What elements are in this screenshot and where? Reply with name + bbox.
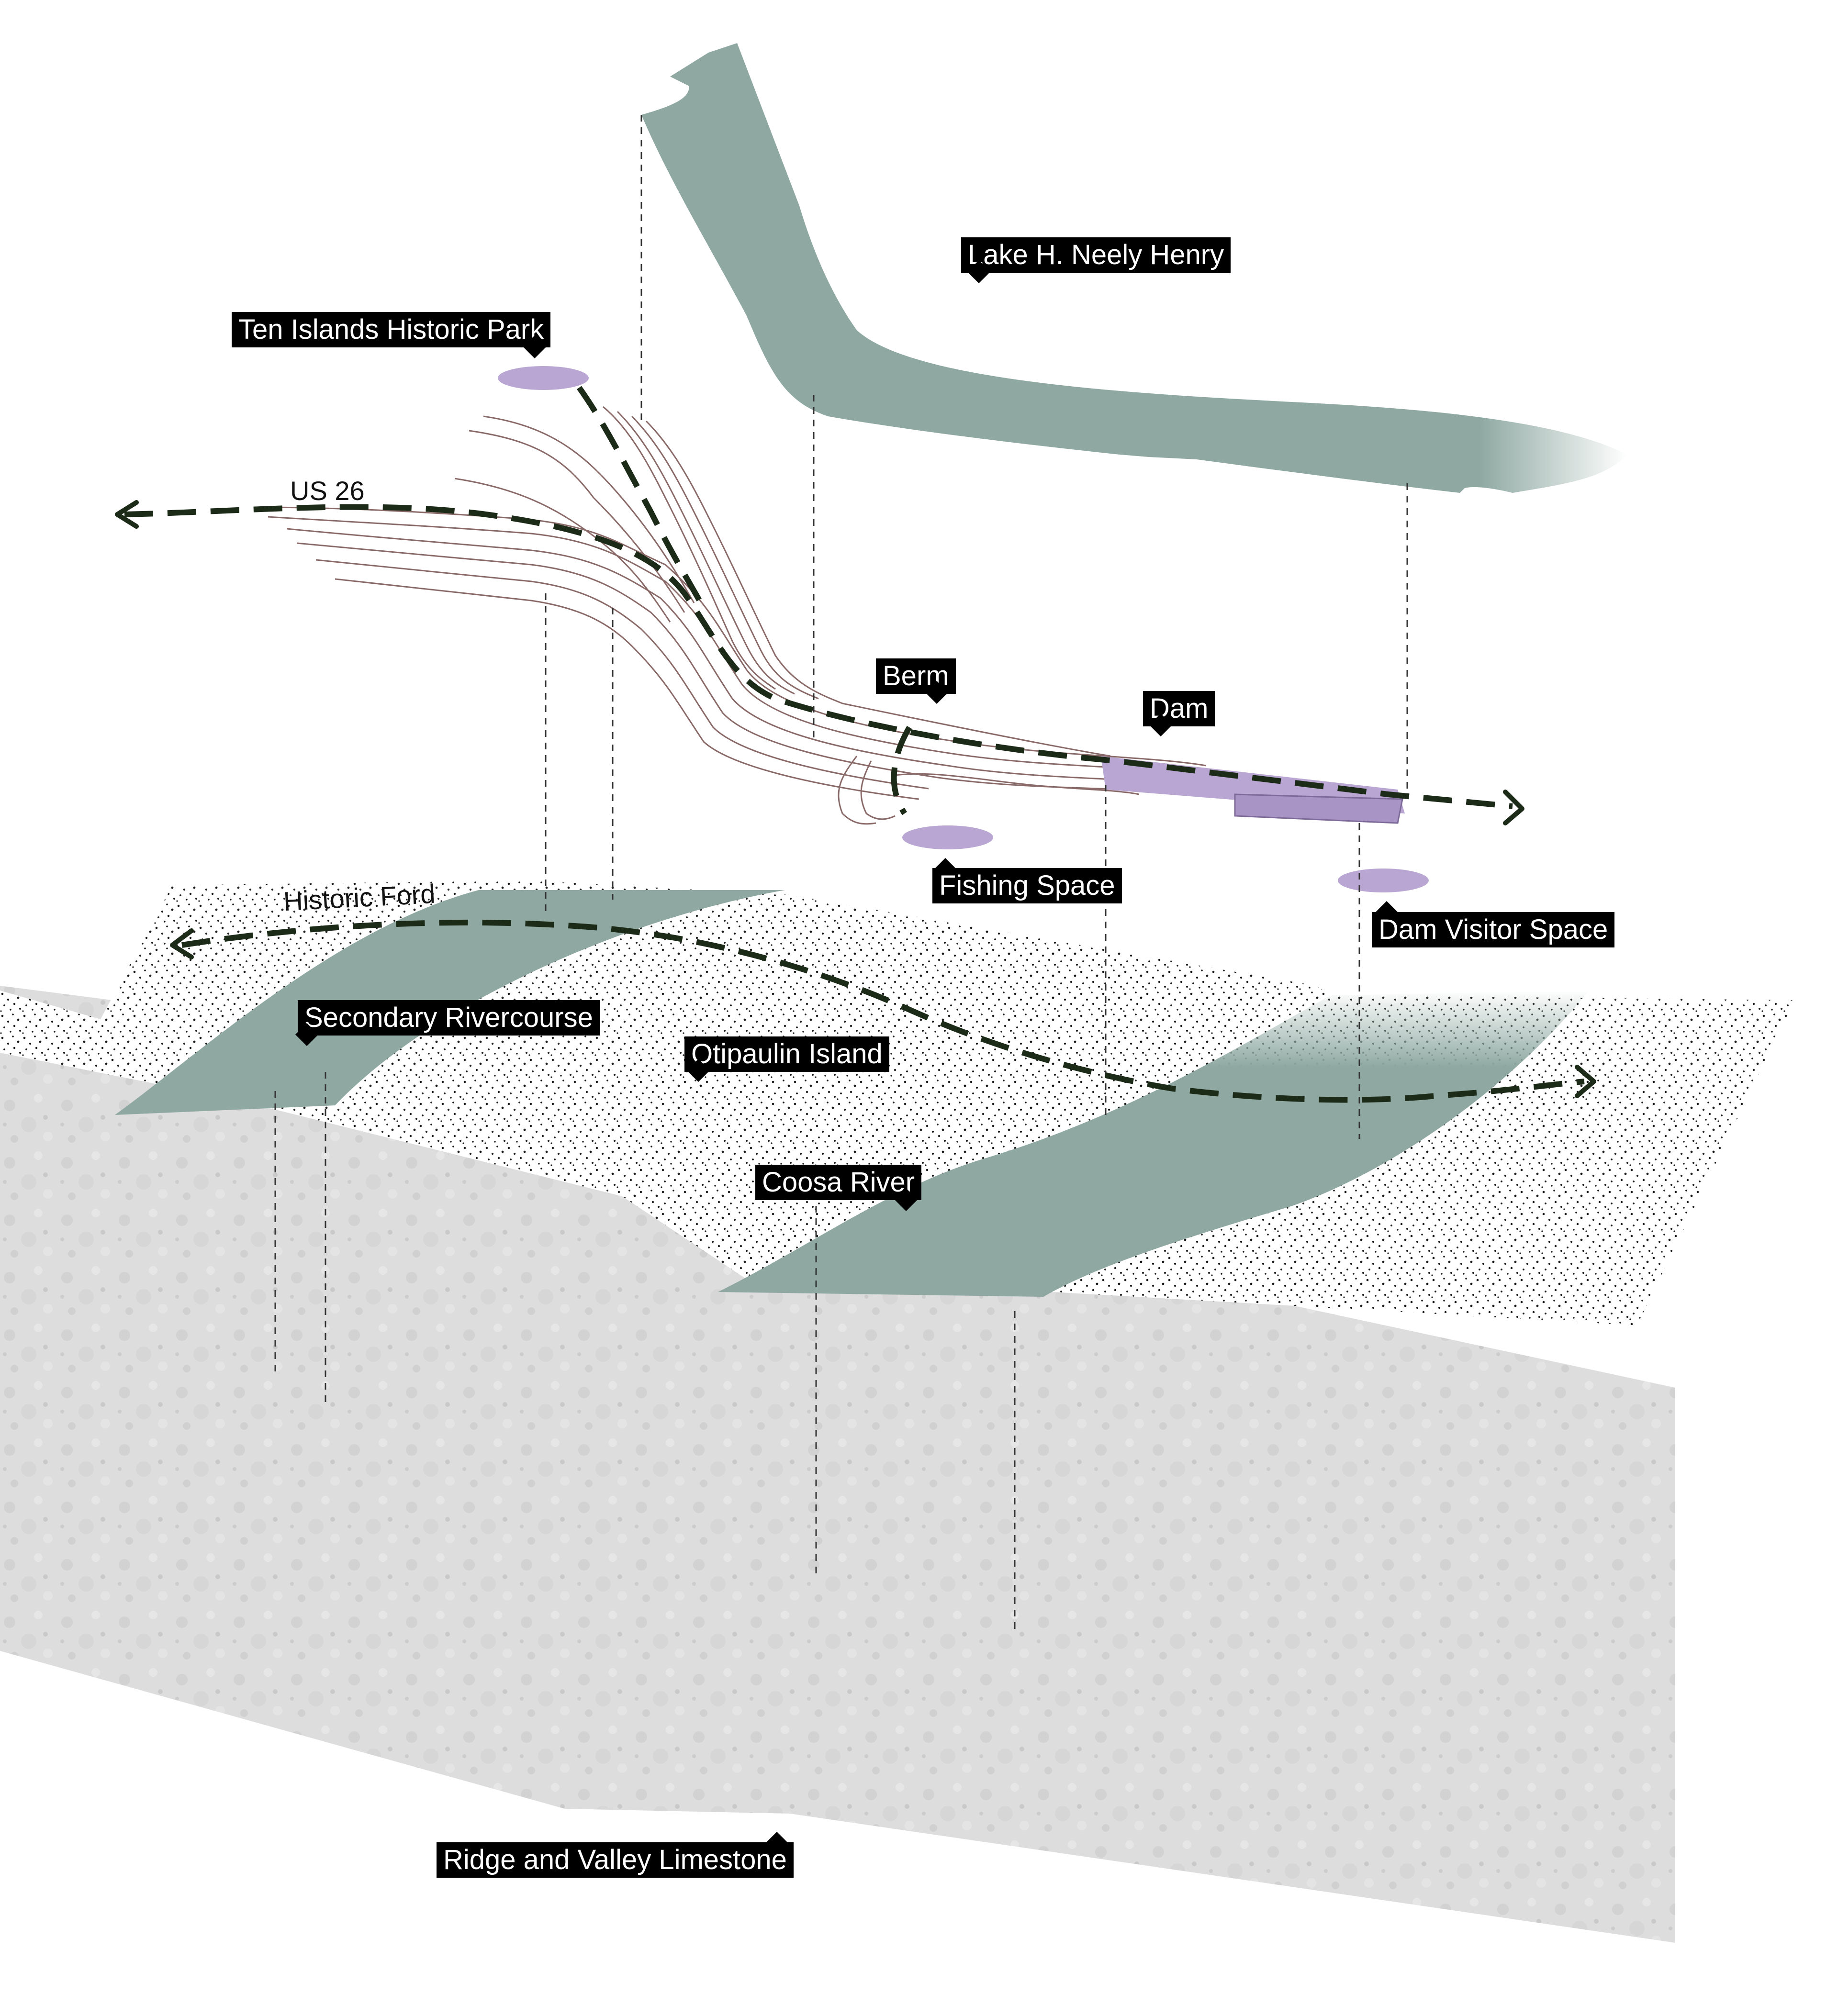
us26-arrow-west <box>115 500 139 529</box>
label-lake: Lake H. Neely Henry <box>961 237 1231 273</box>
historic-ford-path <box>181 919 1585 1103</box>
label-dam-visitor: Dam Visitor Space <box>1372 912 1615 947</box>
berm-contours <box>258 406 1207 825</box>
movement-paths <box>124 386 1585 1103</box>
park-space-marker <box>498 366 589 390</box>
lake-water <box>641 43 1627 493</box>
fishing-space-marker <box>902 825 993 849</box>
label-coosa: Coosa River <box>755 1165 922 1200</box>
coosa-river-water <box>718 991 1589 1297</box>
projection-lines <box>274 115 1408 1632</box>
path-arrowheads <box>115 500 1596 1098</box>
label-island: Otipaulin Island <box>684 1036 889 1072</box>
dam-visitor-platform <box>1234 793 1403 824</box>
park-connector-path <box>577 386 706 609</box>
us26-path <box>124 504 1513 809</box>
label-us26: US 26 <box>290 476 365 506</box>
dam-visitor-space-marker <box>1338 869 1429 892</box>
label-fishing: Fishing Space <box>932 868 1122 903</box>
limestone-layer <box>0 986 1675 1943</box>
berm-connector-path <box>891 725 912 815</box>
ford-arrow-west <box>170 928 194 959</box>
label-limestone: Ridge and Valley Limestone <box>437 1842 794 1878</box>
us26-arrow-east <box>1503 790 1524 825</box>
label-park: Ten Islands Historic Park <box>232 312 551 347</box>
label-secondary: Secondary Rivercourse <box>298 1000 600 1036</box>
ford-arrow-east <box>1575 1065 1596 1098</box>
